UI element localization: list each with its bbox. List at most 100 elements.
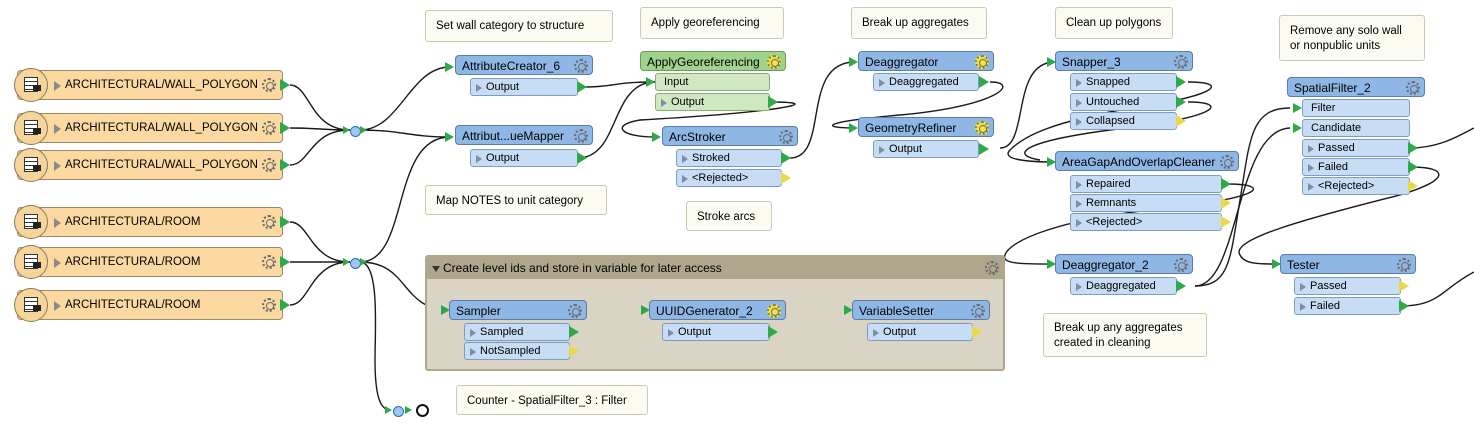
- output-arrow-icon[interactable]: [768, 326, 778, 338]
- gear-icon[interactable]: [262, 78, 276, 92]
- port-output[interactable]: Output: [873, 140, 979, 158]
- rejected-arrow-icon[interactable]: [1176, 115, 1186, 127]
- output-arrow-icon[interactable]: [280, 256, 290, 268]
- output-arrow-icon[interactable]: [280, 122, 290, 134]
- input-arrow-icon[interactable]: [849, 57, 858, 67]
- expand-triangle-icon[interactable]: [54, 81, 61, 91]
- collapse-triangle-icon[interactable]: [432, 266, 440, 272]
- input-arrow-icon[interactable]: [849, 123, 858, 133]
- expand-triangle-icon[interactable]: [54, 124, 61, 134]
- input-arrow-icon[interactable]: [1047, 157, 1056, 167]
- rejected-arrow-icon[interactable]: [1221, 197, 1231, 209]
- transformer-uuidgenerator[interactable]: UUIDGenerator_2: [649, 300, 786, 320]
- port-notsampled[interactable]: NotSampled: [464, 342, 570, 360]
- gear-icon[interactable]: [1174, 258, 1188, 272]
- gear-icon[interactable]: [574, 129, 588, 143]
- reader-room-1[interactable]: ARCHITECTURAL/ROOM: [14, 205, 283, 239]
- input-arrow-icon[interactable]: [1047, 259, 1056, 269]
- input-arrow-icon[interactable]: [441, 305, 450, 315]
- gear-icon[interactable]: [262, 298, 276, 312]
- port-rejected[interactable]: <Rejected>: [1302, 177, 1410, 195]
- port-snapped[interactable]: Snapped: [1070, 73, 1177, 91]
- port-deaggregated[interactable]: Deaggregated: [1070, 277, 1177, 295]
- output-arrow-icon[interactable]: [1408, 142, 1418, 154]
- port-filter[interactable]: Filter: [1302, 99, 1410, 117]
- port-remnants[interactable]: Remnants: [1070, 194, 1222, 212]
- input-arrow-icon[interactable]: [1272, 259, 1281, 269]
- input-arrow-icon[interactable]: [646, 77, 655, 87]
- junction-node[interactable]: [393, 406, 404, 417]
- gear-icon[interactable]: [975, 121, 989, 135]
- terminator-icon[interactable]: [416, 404, 429, 417]
- expand-triangle-icon[interactable]: [54, 218, 61, 228]
- expand-triangle-icon[interactable]: [54, 161, 61, 171]
- port-passed[interactable]: Passed: [1294, 277, 1401, 295]
- gear-icon[interactable]: [1174, 55, 1188, 69]
- gear-icon[interactable]: [985, 261, 999, 275]
- output-arrow-icon[interactable]: [1221, 178, 1231, 190]
- transformer-tester[interactable]: Tester: [1280, 254, 1416, 274]
- output-arrow-icon[interactable]: [768, 96, 778, 108]
- reader-wall-polygon-2[interactable]: ARCHITECTURAL/WALL_POLYGON: [14, 111, 283, 145]
- output-arrow-icon[interactable]: [280, 216, 290, 228]
- gear-icon[interactable]: [975, 55, 989, 69]
- port-input[interactable]: Input: [655, 73, 770, 91]
- port-stroked[interactable]: Stroked: [676, 149, 782, 167]
- input-arrow-icon[interactable]: [1293, 103, 1302, 113]
- output-arrow-icon[interactable]: [1399, 280, 1409, 292]
- port-passed[interactable]: Passed: [1302, 139, 1410, 157]
- output-arrow-icon[interactable]: [1399, 300, 1409, 312]
- input-arrow-icon[interactable]: [1047, 57, 1056, 67]
- reader-room-3[interactable]: ARCHITECTURAL/ROOM: [14, 288, 283, 322]
- output-arrow-icon[interactable]: [280, 159, 290, 171]
- reader-wall-polygon-3[interactable]: ARCHITECTURAL/WALL_POLYGON: [14, 148, 283, 182]
- port-rejected[interactable]: <Rejected>: [1070, 213, 1222, 231]
- port-output[interactable]: Output: [662, 323, 770, 341]
- transformer-applygeoreferencing[interactable]: ApplyGeoreferencing: [640, 51, 786, 71]
- output-arrow-icon[interactable]: [577, 152, 587, 164]
- gear-icon[interactable]: [1220, 155, 1234, 169]
- transformer-sampler[interactable]: Sampler: [449, 300, 587, 320]
- annotation-apply-georef[interactable]: Apply georeferencing: [640, 7, 784, 39]
- output-arrow-icon[interactable]: [979, 143, 989, 155]
- port-untouched[interactable]: Untouched: [1070, 93, 1177, 111]
- transformer-attributecreator[interactable]: AttributeCreator_6: [455, 55, 593, 75]
- output-arrow-icon[interactable]: [781, 152, 791, 164]
- annotation-wall-category[interactable]: Set wall category to structure: [425, 10, 613, 42]
- transformer-variablesetter[interactable]: VariableSetter: [852, 300, 990, 320]
- output-arrow-icon[interactable]: [1176, 76, 1186, 88]
- expand-triangle-icon[interactable]: [54, 301, 61, 311]
- rejected-arrow-icon[interactable]: [569, 345, 579, 357]
- port-output[interactable]: Output: [470, 78, 578, 96]
- output-arrow-icon[interactable]: [569, 326, 579, 338]
- port-output[interactable]: Output: [867, 323, 973, 341]
- annotation-break-cleaning[interactable]: Break up any aggregates created in clean…: [1043, 313, 1207, 357]
- transformer-valuemapper[interactable]: Attribut...ueMapper: [455, 125, 593, 145]
- annotation-counter[interactable]: Counter - SpatialFilter_3 : Filter: [456, 385, 648, 415]
- port-output[interactable]: Output: [470, 149, 578, 167]
- rejected-arrow-icon[interactable]: [1408, 180, 1418, 192]
- gear-icon[interactable]: [574, 59, 588, 73]
- transformer-deaggregator2[interactable]: Deaggregator_2: [1055, 254, 1193, 274]
- gear-icon[interactable]: [568, 304, 582, 318]
- annotation-break-aggregates[interactable]: Break up aggregates: [851, 7, 987, 39]
- annotation-clean-polygons[interactable]: Clean up polygons: [1055, 7, 1173, 39]
- input-arrow-icon[interactable]: [641, 305, 650, 315]
- transformer-areagapcleaner[interactable]: AreaGapAndOverlapCleaner: [1055, 151, 1239, 171]
- gear-icon[interactable]: [262, 255, 276, 269]
- port-rejected[interactable]: <Rejected>: [676, 169, 782, 187]
- gear-icon[interactable]: [767, 304, 781, 318]
- gear-icon[interactable]: [971, 304, 985, 318]
- reader-wall-polygon-1[interactable]: ARCHITECTURAL/WALL_POLYGON: [14, 68, 283, 102]
- output-arrow-icon[interactable]: [1176, 280, 1186, 292]
- input-arrow-icon[interactable]: [844, 305, 853, 315]
- rejected-arrow-icon[interactable]: [781, 172, 791, 184]
- port-output[interactable]: Output: [655, 93, 770, 111]
- input-arrow-icon[interactable]: [445, 62, 454, 72]
- output-arrow-icon[interactable]: [1408, 161, 1418, 173]
- transformer-snapper[interactable]: Snapper_3: [1055, 51, 1193, 71]
- gear-icon[interactable]: [779, 130, 793, 144]
- input-arrow-icon[interactable]: [445, 132, 454, 142]
- reader-room-2[interactable]: ARCHITECTURAL/ROOM: [14, 245, 283, 279]
- gear-icon[interactable]: [1397, 258, 1411, 272]
